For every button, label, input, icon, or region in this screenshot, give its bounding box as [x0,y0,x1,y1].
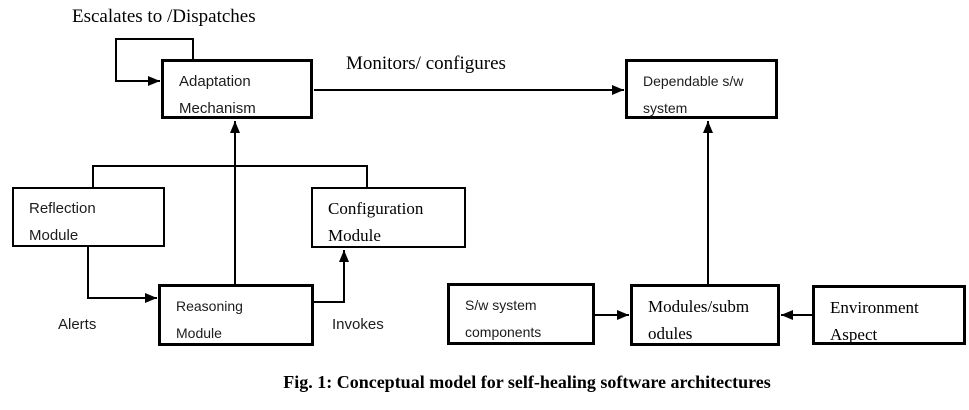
box-text-line: Adaptation [179,73,251,90]
box-text-line: Reasoning [176,298,243,314]
box-text-line: Reflection [29,200,96,217]
box-text-line: Module [176,325,222,341]
box-text-line: Aspect [830,325,878,344]
box-configuration-module: Configuration Module [311,187,466,248]
box-text-line: Module [29,227,79,244]
box-reasoning-module: Reasoning Module [158,284,314,346]
box-environment-aspect: Environment Aspect [812,285,966,345]
box-text-line: Module [328,226,381,245]
box-dependable-sw-system: Dependable s/w system [625,59,778,119]
label-monitors-configures: Monitors/ configures [346,53,506,74]
box-sw-system-components: S/w system components [447,283,595,345]
alerts-arrow [87,247,157,303]
box-text-line: S/w system [465,297,537,313]
box-text-line: Mechanism [179,100,256,117]
box-text-line: Modules/subm [648,297,750,316]
invokes-arrow [314,250,349,303]
self-loop-arrow [115,38,194,86]
box-text-line: system [643,100,688,116]
box-reflection-module: Reflection Module [12,187,165,247]
box-adaptation-mechanism: Adaptation Mechanism [161,59,313,119]
label-alerts: Alerts [58,316,97,333]
box-text-line: components [465,324,542,340]
box-text-line: odules [648,324,693,343]
box-text-line: Dependable s/w [643,73,744,89]
figure-caption: Fig. 1: Conceptual model for self-healin… [283,372,771,392]
label-escalates-dispatches: Escalates to /Dispatches [72,6,256,27]
label-invokes: Invokes [332,316,384,333]
reflection-configuration-connector [92,165,368,187]
box-text-line: Configuration [328,199,424,218]
box-modules-submodules: Modules/subm odules [630,284,780,346]
box-text-line: Environment [830,298,919,317]
